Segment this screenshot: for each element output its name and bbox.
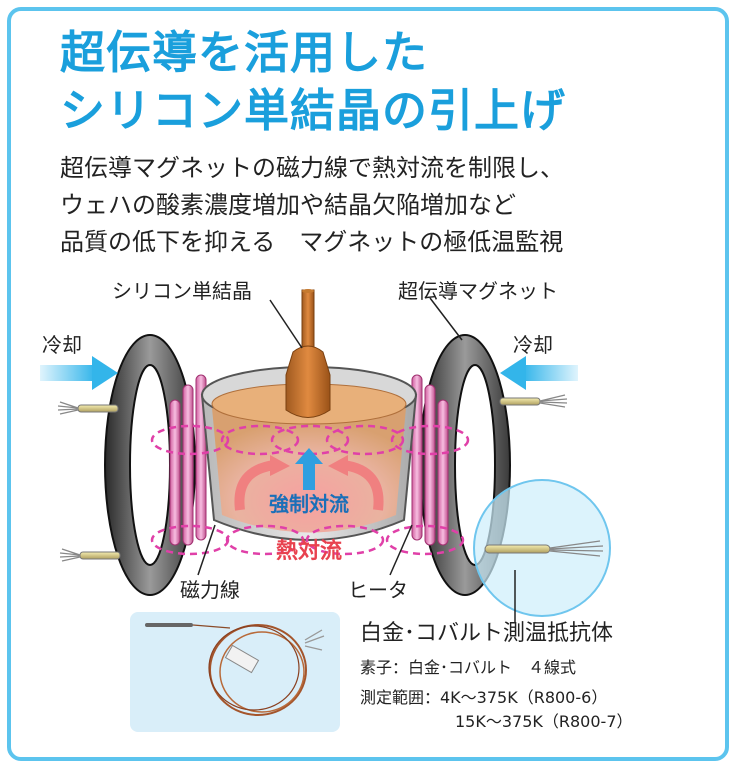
description-line3: 品質の低下を抑える マグネットの極低温監視 xyxy=(60,228,564,256)
page-title-line2: シリコン単結晶の引上げ xyxy=(60,84,567,137)
right-probe-top xyxy=(499,394,568,408)
silicon-crystal-rod xyxy=(285,289,331,418)
silicon-crystal-label: シリコン単結晶 xyxy=(112,279,252,303)
magnifier-circle xyxy=(473,479,611,617)
heater-right xyxy=(411,374,449,546)
left-probe-bottom xyxy=(59,548,121,562)
cooling-label-left: 冷却 xyxy=(42,333,82,357)
description-line2: ウェハの酸素濃度増加や結晶欠陥増加など xyxy=(60,191,516,219)
description-line1: 超伝導マグネットの磁力線で熱対流を制限し、 xyxy=(60,154,564,182)
leader-lines xyxy=(197,297,516,622)
sc-magnet-label: 超伝導マグネット xyxy=(398,279,558,303)
cooling-label-right: 冷却 xyxy=(513,333,553,357)
sensor-element: 素子：白金･コバルト ４線式 xyxy=(360,658,577,677)
cooling-arrow-left xyxy=(40,356,118,390)
thermal-convection-label: 熱対流 xyxy=(276,538,342,564)
sensor-name: 白金･コバルト測温抵抗体 xyxy=(360,621,614,646)
page-title-line1: 超伝導を活用した xyxy=(60,26,429,79)
sensor-photo xyxy=(130,612,340,732)
forced-convection-label: 強制対流 xyxy=(269,492,349,516)
convection-arrows xyxy=(234,448,384,511)
left-probe-top xyxy=(57,401,119,415)
heater-left xyxy=(169,374,207,546)
cooling-arrow-right xyxy=(500,356,578,390)
sensor-range: 測定範囲：4K～375K（R800-6） xyxy=(360,688,608,707)
heater-label: ヒータ xyxy=(348,578,408,602)
magnetic-field-lines-label: 磁力線 xyxy=(180,578,240,602)
sensor-range-line2: 15K～375K（R800-7） xyxy=(455,712,633,731)
